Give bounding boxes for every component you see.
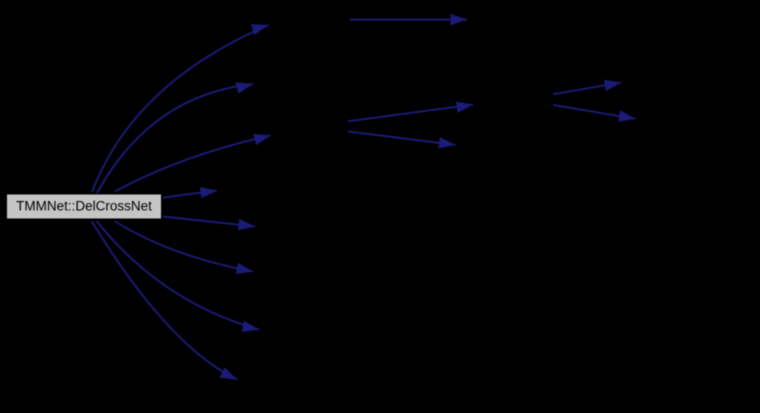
svg-text:TMMNet::DelCrossNet: TMMNet::DelCrossNet	[16, 199, 152, 214]
